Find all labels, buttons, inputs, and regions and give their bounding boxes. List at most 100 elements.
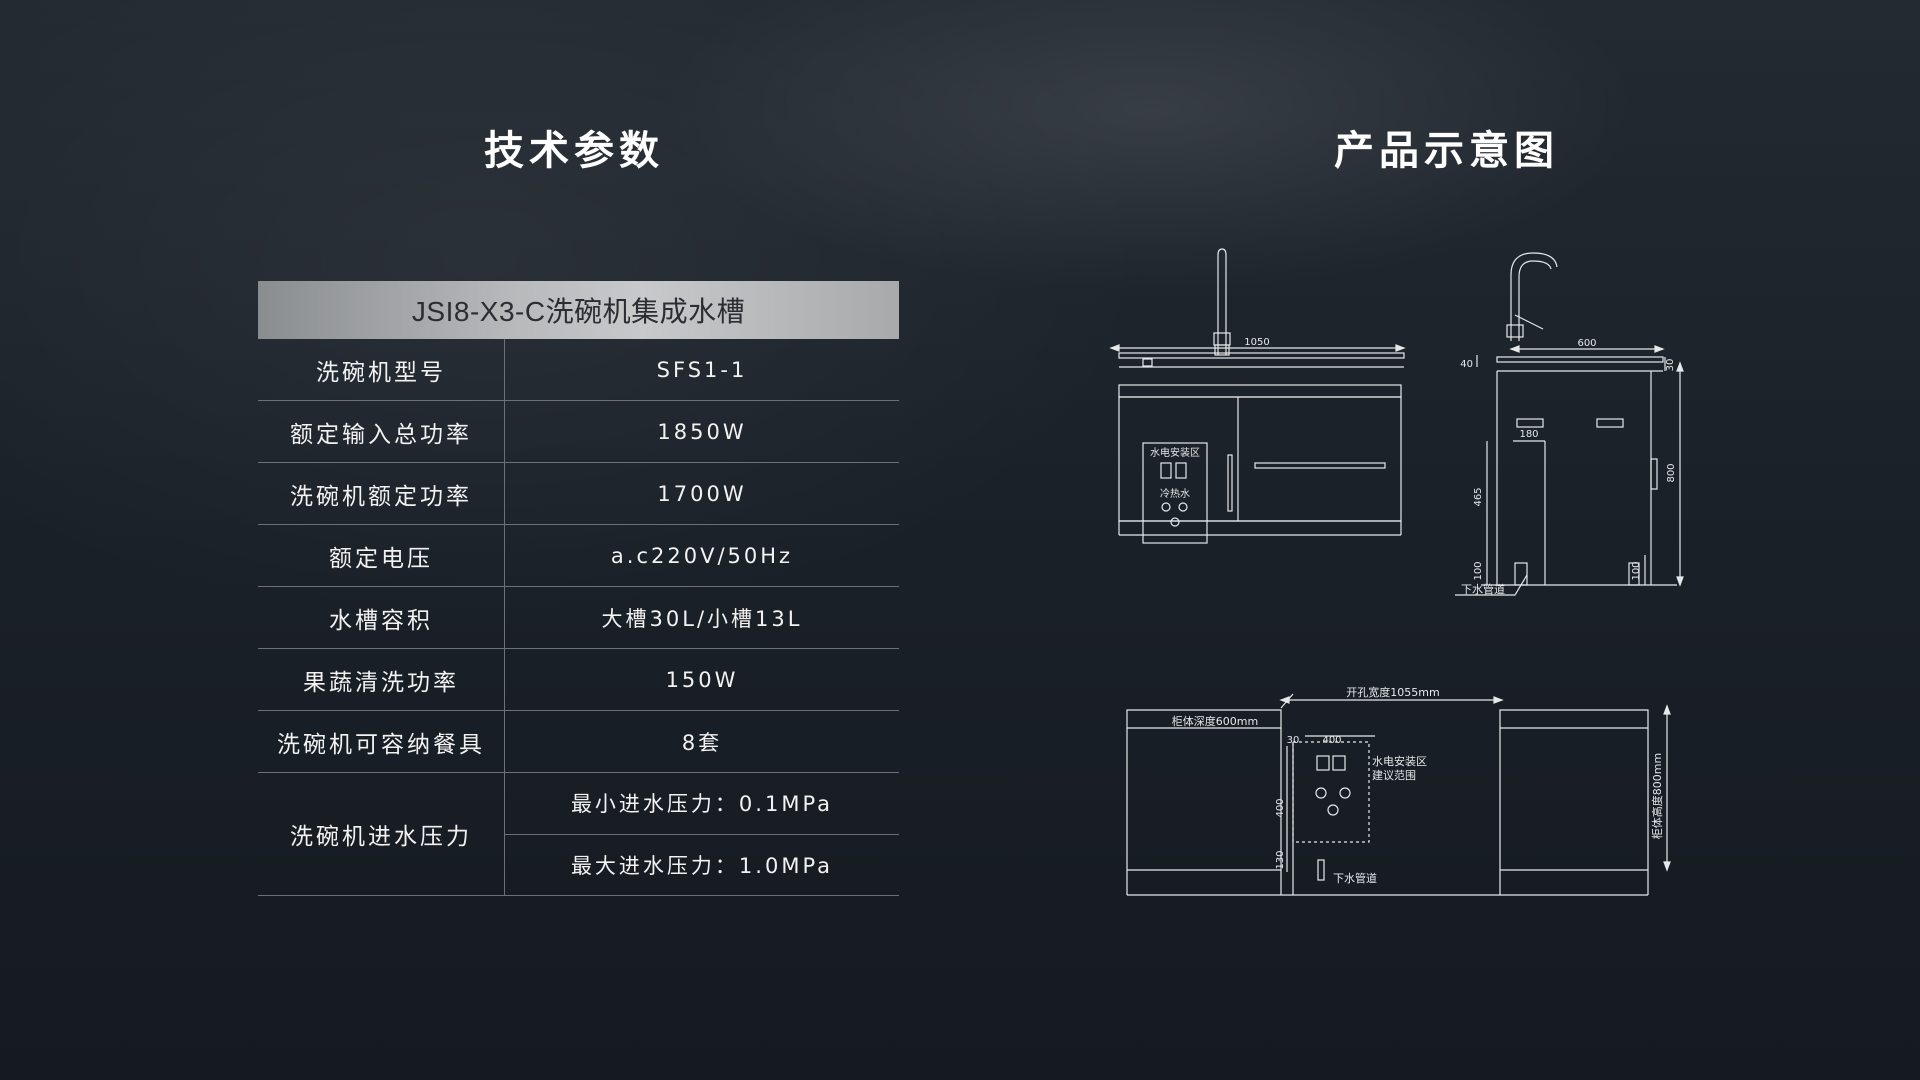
- spec-table: JSI8-X3-C洗碗机集成水槽 洗碗机型号 SFS1-1 额定输入总功率 18…: [258, 281, 899, 896]
- right-countertop: [1499, 709, 1649, 729]
- table-row: 果蔬清洗功率 150W: [258, 649, 899, 711]
- faucet-handle: [1213, 332, 1231, 346]
- side-countertop: [1496, 356, 1664, 363]
- row-label: 额定输入总功率: [258, 401, 505, 462]
- cabinet-body: [1118, 396, 1402, 522]
- dim-arrow: [1676, 361, 1684, 372]
- dim-40-text: 40: [1460, 359, 1473, 370]
- faucet-outline: [1217, 248, 1227, 355]
- row-value: SFS1-1: [656, 357, 748, 382]
- install-area-text-1: 水电安装区: [1372, 754, 1427, 768]
- cabinet-install-drawing: 开孔宽度1055mm 柜体深度600mm 400 30 400 130 水电安装…: [1115, 680, 1685, 910]
- dim-100-right-text: 100: [1631, 561, 1642, 580]
- faucet-lever: [1514, 314, 1544, 330]
- dishwasher-handle: [1254, 462, 1386, 469]
- install-area-label: 水电安装区: [1150, 446, 1200, 459]
- cabinet-depth-text: 柜体深度600mm: [1172, 714, 1258, 728]
- basin-right: [1596, 418, 1624, 428]
- drain-pipe: [1317, 859, 1325, 881]
- valve-icon: [1339, 787, 1351, 799]
- table-row: 额定电压 a.c220V/50Hz: [258, 525, 899, 587]
- dim-30-text: 30: [1287, 735, 1300, 746]
- table-row: 水槽容积 大槽30L/小槽13L: [258, 587, 899, 649]
- dim-arrow: [1509, 345, 1520, 353]
- row-label: 洗碗机型号: [258, 339, 505, 400]
- socket-icon: [1332, 755, 1346, 771]
- table-row-pressure: 洗碗机进水压力 最小进水压力：0.1MPa 最大进水压力：1.0MPa: [258, 773, 899, 896]
- table-row: 额定输入总功率 1850W: [258, 401, 899, 463]
- faucet-handle: [1506, 324, 1524, 338]
- front-view-drawing: 1050 水电安装区 冷热水: [1105, 245, 1415, 595]
- dim-400-v-text: 400: [1275, 798, 1286, 817]
- tech-params-heading: 技术参数: [484, 128, 664, 174]
- drain-knob: [1142, 358, 1153, 367]
- row-value: a.c220V/50Hz: [610, 543, 794, 568]
- drain-icon: [1327, 804, 1339, 816]
- install-area-box: [1292, 741, 1370, 843]
- side-handle: [1650, 458, 1658, 490]
- drain-pipe: [1514, 562, 1528, 586]
- row-value: 1850W: [657, 419, 747, 444]
- dim-arrow: [1395, 344, 1406, 352]
- row-label: 洗碗机进水压力: [258, 773, 505, 895]
- top-panel: [1118, 384, 1402, 398]
- socket-icon: [1160, 462, 1172, 479]
- faucet-base: [1214, 344, 1230, 356]
- width-dim-text: 1050: [1244, 337, 1269, 348]
- dim-465-text: 465: [1473, 487, 1484, 506]
- dim-arrow: [1654, 345, 1665, 353]
- row-value: 1700W: [657, 481, 747, 506]
- depth-dim-text: 600: [1577, 338, 1596, 349]
- dim-100-left-text: 100: [1473, 561, 1484, 580]
- door-handle: [1227, 454, 1233, 512]
- side-drain-label: 下水管道: [1461, 582, 1505, 596]
- opening-width-text: 开孔宽度1055mm: [1346, 685, 1439, 699]
- cold-hot-water-label: 冷热水: [1160, 487, 1190, 500]
- min-pressure-value: 最小进水压力：0.1MPa: [505, 773, 899, 835]
- faucet-curve: [1510, 252, 1558, 341]
- dim-arrow: [1109, 344, 1120, 352]
- row-value: 大槽30L/小槽13L: [601, 606, 803, 631]
- table-row: 洗碗机型号 SFS1-1: [258, 339, 899, 401]
- row-value: 8套: [681, 730, 723, 755]
- row-label: 洗碗机额定功率: [258, 463, 505, 524]
- install-area-box: [1142, 442, 1208, 544]
- dim-30-text: 30: [1665, 359, 1676, 372]
- drain-pipe: [1628, 562, 1640, 586]
- countertop: [1118, 352, 1405, 359]
- dim-400-h-text: 400: [1322, 735, 1341, 746]
- socket-icon: [1175, 462, 1187, 479]
- dim-arrow: [1676, 576, 1684, 587]
- basin-left: [1516, 418, 1544, 428]
- socket-icon: [1316, 755, 1330, 771]
- valve-icon: [1315, 787, 1327, 799]
- row-label: 洗碗机可容纳餐具: [258, 711, 505, 772]
- install-area-text-2: 建议范围: [1372, 768, 1416, 782]
- dim-130-text: 130: [1275, 850, 1286, 869]
- depth-leader: [1280, 693, 1294, 709]
- faucet-curve-inner: [1518, 260, 1552, 341]
- dim-arrow: [1663, 704, 1671, 715]
- valve-icon: [1161, 502, 1171, 512]
- side-view-drawing: 600 40 180 465 100 100 800: [1415, 245, 1695, 605]
- product-diagram-heading: 产品示意图: [1334, 128, 1559, 174]
- row-label: 额定电压: [258, 525, 505, 586]
- table-row: 洗碗机额定功率 1700W: [258, 463, 899, 525]
- row-value: 150W: [665, 667, 739, 692]
- drain-leader: [1455, 574, 1528, 596]
- dim-arrow: [1663, 861, 1671, 872]
- valve-icon: [1178, 502, 1188, 512]
- dim-800-text: 800: [1666, 463, 1677, 482]
- table-title: JSI8-X3-C洗碗机集成水槽: [411, 296, 746, 327]
- table-title-bar: JSI8-X3-C洗碗机集成水槽: [258, 281, 899, 339]
- table-row: 洗碗机可容纳餐具 8套: [258, 711, 899, 773]
- cabinet-height-text: 柜体高度800mm: [1650, 753, 1664, 839]
- dim-180-text: 180: [1519, 429, 1538, 440]
- cabinet-drain-label: 下水管道: [1333, 871, 1377, 885]
- dim-arrow: [1493, 696, 1504, 704]
- row-label: 果蔬清洗功率: [258, 649, 505, 710]
- drain-icon: [1170, 517, 1180, 527]
- max-pressure-value: 最大进水压力：1.0MPa: [570, 853, 834, 878]
- row-value-group: 最小进水压力：0.1MPa 最大进水压力：1.0MPa: [505, 773, 899, 895]
- row-label: 水槽容积: [258, 587, 505, 648]
